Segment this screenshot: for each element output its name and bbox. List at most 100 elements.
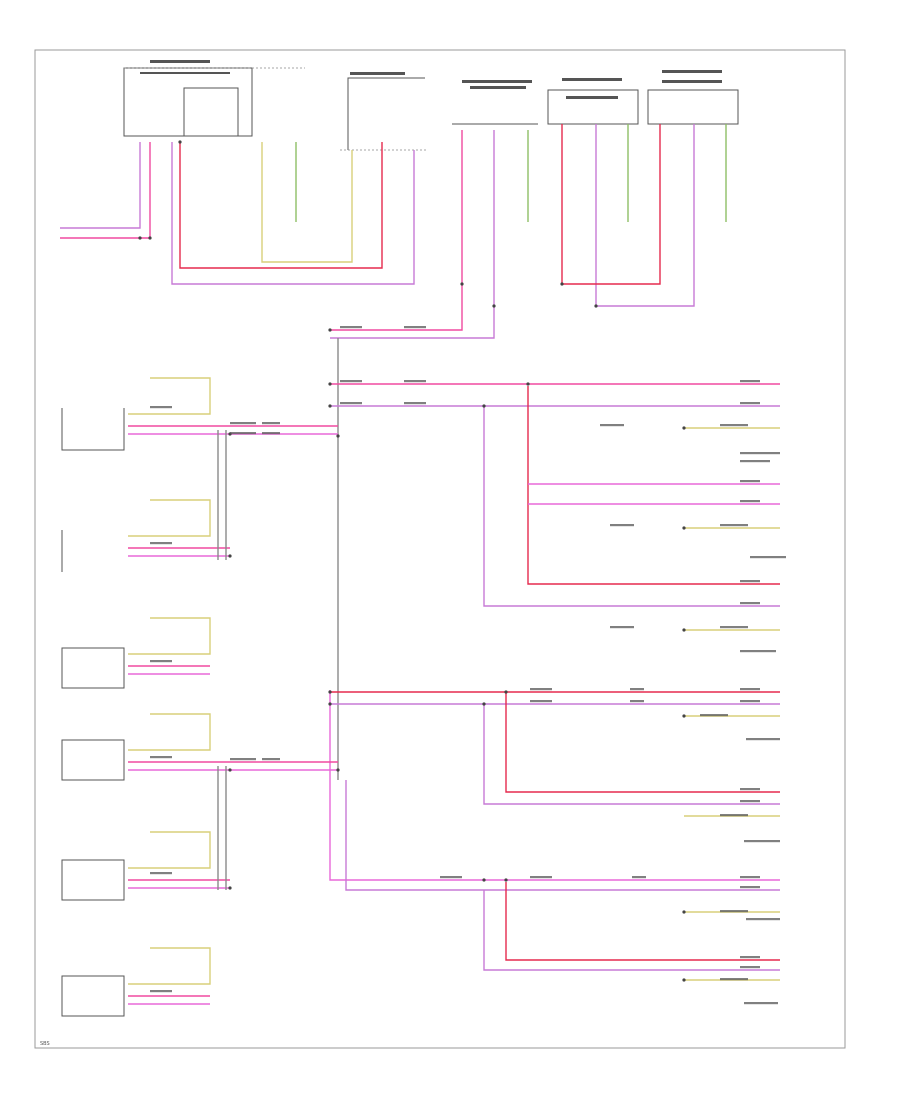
wire-label-mark [740, 876, 760, 879]
left-rear-door-module-box [547, 89, 639, 125]
wire-label-mark [150, 406, 172, 409]
bus-red-loop [505, 692, 780, 793]
lr-violet-drop [595, 124, 695, 307]
wire-label-mark [740, 602, 760, 605]
splice-dot [178, 140, 182, 144]
rear-right-door-handle-lamp-box [61, 859, 125, 901]
wire-label-mark [404, 326, 426, 329]
bus-violet-loop-2 [483, 890, 780, 971]
splice-dot [682, 628, 686, 632]
splice-dot [682, 526, 686, 530]
splice-dot [228, 886, 232, 890]
left-lamps [61, 408, 125, 1017]
steering-column-switch-bracket [347, 77, 425, 150]
module-label-mark [150, 60, 210, 63]
right-rear-door-module-box [647, 89, 739, 125]
wire-label-mark [746, 738, 780, 741]
wire-label-mark [340, 380, 362, 383]
wire-label-mark [150, 756, 172, 759]
wire-label-mark [720, 910, 748, 913]
splice-dot [328, 328, 332, 332]
splice-dot [336, 434, 340, 438]
splice-dot [482, 702, 486, 706]
wire-label-mark [632, 876, 646, 879]
splice-dot [594, 304, 598, 308]
wire-label-mark [340, 402, 362, 405]
wire-label-mark [230, 758, 256, 761]
lr-module-label-mark [562, 78, 622, 81]
bus-violet-4 [483, 406, 780, 607]
lr-module-label-mark [566, 96, 618, 99]
left-lamp-yellow-5 [128, 947, 211, 985]
driver-module-label-mark [470, 86, 526, 89]
wire-label-mark [740, 700, 760, 703]
wire-label-mark [262, 432, 280, 435]
rr-module-label-mark [662, 70, 722, 73]
splice-dot [148, 236, 152, 240]
splice-dot [526, 382, 530, 386]
wire-label-mark [740, 580, 760, 583]
wire-label-mark [600, 424, 624, 427]
splice-dot [336, 768, 340, 772]
rr-module-label-mark [662, 80, 722, 83]
wire-label-mark [740, 500, 760, 503]
wire-label-mark [740, 688, 760, 691]
wire-label-mark [744, 840, 780, 843]
left-lamp-yellow-4 [128, 831, 211, 869]
splice-dot [682, 910, 686, 914]
splice-dot [482, 878, 486, 882]
wire-label-mark [230, 422, 256, 425]
rear-right-door-lamp-box [61, 739, 125, 781]
splice-dot [138, 236, 142, 240]
wire-label-mark [230, 432, 256, 435]
splice-dot [504, 878, 508, 882]
rear-right-footwell-lamp-box [61, 975, 125, 1017]
wire-label-mark [740, 402, 760, 405]
wire-label-mark [340, 326, 362, 329]
wire-label-mark [404, 402, 426, 405]
wire-label-mark [530, 876, 552, 879]
wire-label-mark [530, 688, 552, 691]
top-components [123, 60, 739, 151]
wire-label-mark [700, 714, 728, 717]
bus-violet-loop [483, 704, 780, 805]
splice-layer [138, 140, 686, 982]
splice-dot [560, 282, 564, 286]
splice-dot [682, 978, 686, 982]
trunk-violet-2 [345, 780, 780, 891]
wire-label-mark [740, 788, 760, 791]
wire-label-mark [150, 660, 172, 663]
wire-label-mark [720, 424, 748, 427]
splice-dot [228, 768, 232, 772]
wire-label-mark [262, 422, 280, 425]
wire-label-mark [610, 626, 634, 629]
rr-red-drop [562, 124, 661, 285]
switch-label-mark [350, 72, 405, 75]
wire-label-mark [610, 524, 634, 527]
rear-left-footwell-lamp-box [61, 647, 125, 689]
wire-label-mark [750, 556, 786, 559]
left-lamp-yellow-1 [128, 499, 211, 537]
wire-label-mark [720, 626, 748, 629]
left-lamp-yellow-3 [128, 713, 211, 751]
splice-dot [682, 714, 686, 718]
left-lamp-yellow-0 [128, 377, 211, 415]
label-layer [150, 326, 786, 1005]
footer-code: SBS [40, 1041, 50, 1047]
wire-label-mark [740, 480, 760, 483]
bus-red-2 [527, 386, 780, 585]
wire-label-mark [630, 700, 644, 703]
wire-label-mark [740, 650, 776, 653]
splice-dot [328, 690, 332, 694]
wire-label-mark [740, 460, 770, 463]
wire-label-mark [404, 380, 426, 383]
splice-dot [328, 702, 332, 706]
wire-label-mark [150, 542, 172, 545]
wire-label-mark [530, 700, 552, 703]
trunk-violet [329, 690, 780, 881]
wire-label-mark [720, 524, 748, 527]
module-relay-box [183, 87, 239, 137]
top-left-pink-stub [60, 142, 151, 239]
splice-dot [682, 426, 686, 430]
wire-label-mark [740, 956, 760, 959]
